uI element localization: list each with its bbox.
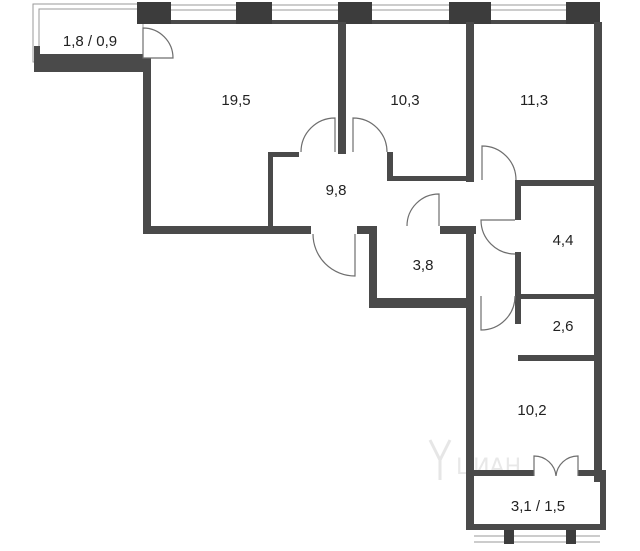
door-room3	[481, 145, 517, 181]
door-storage	[406, 193, 440, 227]
wall-bath-left-top	[515, 180, 521, 220]
wall-room2-room3	[466, 22, 474, 182]
area-room-1: 19,5	[221, 92, 250, 109]
balcony-bottom-outline	[466, 470, 606, 544]
watermark-text: ЦИАН	[456, 455, 521, 480]
wall-storage-top-right	[440, 226, 476, 234]
door-room2	[352, 117, 388, 153]
wall-storage-right	[466, 226, 474, 298]
wall-kitchen-left	[466, 298, 474, 524]
wall-hall-left	[268, 152, 273, 228]
wall-bath-wc	[515, 294, 601, 299]
wall-kitchen-bottom-left	[466, 470, 534, 476]
area-hall: 9,8	[326, 182, 347, 199]
area-kitchen: 10,2	[517, 402, 546, 419]
area-room-3: 11,3	[520, 92, 548, 109]
wall-bath-left-bottom	[515, 252, 521, 324]
wall-wc-kitchen	[518, 355, 601, 361]
wall-room3-bottom	[515, 180, 601, 186]
wall-room1-bottom	[143, 226, 311, 234]
wall-hall-top-right-v	[387, 152, 393, 180]
area-wc: 2,6	[553, 318, 574, 335]
wall-storage-left	[369, 226, 377, 308]
area-balcony-bottom: 3,1 / 1,5	[511, 498, 565, 515]
door-balcony-top	[142, 27, 174, 59]
wall-hall-top-right-h	[387, 176, 474, 181]
door-kitchen	[480, 295, 516, 331]
area-balcony-top: 1,8 / 0,9	[63, 33, 117, 50]
wall-room1-room2	[338, 22, 346, 154]
door-bathroom	[480, 219, 516, 255]
area-room-2: 10,3	[390, 92, 419, 109]
exterior-wall-top	[137, 2, 600, 24]
area-storage: 3,8	[413, 257, 434, 274]
area-bathroom: 4,4	[553, 232, 574, 249]
door-balcony-bottom	[533, 455, 579, 477]
door-room1	[300, 117, 336, 153]
wall-kitchen-bottom-right	[578, 470, 602, 476]
wall-hall-top-left	[268, 152, 299, 157]
door-entrance	[312, 233, 356, 277]
wall-right	[594, 22, 602, 482]
wall-storage-bottom	[369, 298, 474, 308]
wall-storage-top-left	[357, 226, 377, 234]
wall-left	[143, 56, 151, 234]
